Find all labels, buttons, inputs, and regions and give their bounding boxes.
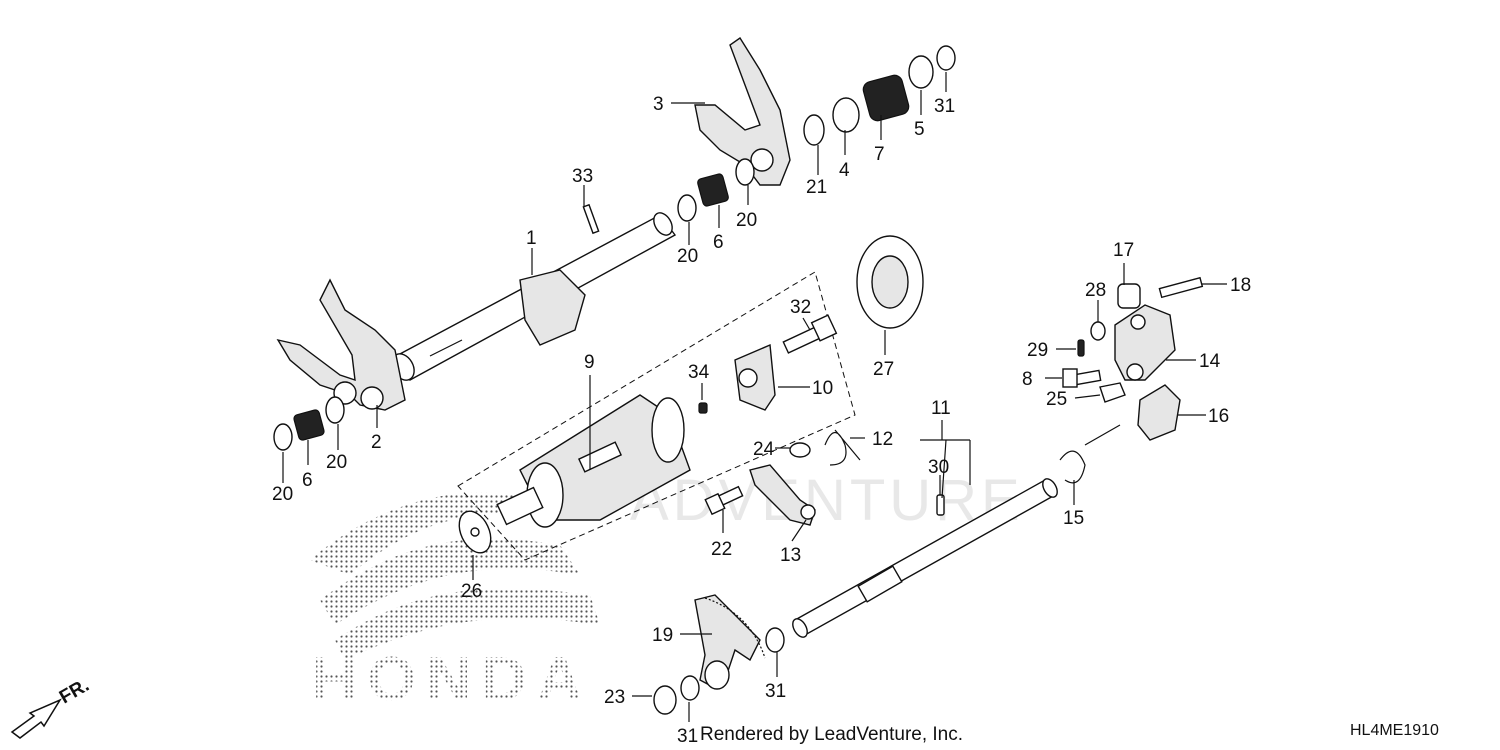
washer-24[interactable] [789,442,811,458]
drum-pin[interactable] [698,402,708,414]
callout-10: 10 [812,378,833,399]
shift-spindle[interactable] [790,476,1060,639]
callout-20b: 20 [326,452,347,473]
callout-1: 1 [526,228,537,249]
washer-28[interactable] [1090,321,1106,341]
watermark: ADVENTURE [630,468,1024,533]
arm-16[interactable] [1137,384,1181,441]
callout-21: 21 [806,177,827,198]
link-arm[interactable] [1114,304,1176,381]
callout-4: 4 [839,160,850,181]
callouts: 1 2 3 4 5 6 6 7 8 9 10 11 12 13 14 15 16… [272,94,1251,747]
callout-27: 27 [873,359,894,380]
spring-12[interactable] [824,429,861,466]
washer-left[interactable] [273,396,345,451]
drum-plate[interactable] [734,343,776,411]
spring-left[interactable] [293,409,325,441]
svg-text:HONDA: HONDA [312,645,582,714]
front-direction-arrow: FR. [10,675,93,739]
bolt-32[interactable] [782,314,838,354]
cotter-29[interactable] [1077,339,1085,357]
spring-15[interactable] [1059,424,1121,484]
callout-2: 2 [371,432,382,453]
callout-5: 5 [914,119,925,140]
spring-top[interactable] [697,173,729,207]
bolt-8[interactable] [1062,368,1102,388]
callout-29: 29 [1027,340,1048,361]
callout-13: 13 [780,545,801,566]
callout-19: 19 [652,625,673,646]
callout-31a: 31 [934,96,955,117]
callout-15: 15 [1063,508,1084,529]
callout-14: 14 [1199,351,1221,372]
callout-20a: 20 [272,484,293,505]
washer-26[interactable] [453,506,497,558]
callout-22: 22 [711,539,732,560]
callout-16: 16 [1208,406,1229,427]
callout-31b: 31 [765,681,786,702]
stopper-arm[interactable] [749,464,816,526]
callout-11: 11 [931,398,951,419]
callout-28: 28 [1085,280,1106,301]
callout-32: 32 [790,297,811,318]
callout-30: 30 [928,457,949,478]
callout-8: 8 [1022,369,1033,390]
callout-6b: 6 [713,232,724,253]
bearing[interactable] [856,235,924,329]
direction-label: FR. [56,675,93,708]
honda-logo-text: HONDA [312,645,582,714]
gear-segment[interactable] [694,594,766,690]
callout-24: 24 [753,439,775,460]
shift-fork-top[interactable] [694,37,791,186]
callout-7: 7 [874,144,885,165]
callout-20c: 20 [677,246,698,267]
callout-26: 26 [461,581,482,602]
callout-18: 18 [1230,275,1251,296]
washers-bottom[interactable] [653,627,785,715]
bolt-22[interactable] [704,485,744,516]
drawing-code: HL4ME1910 [1350,722,1439,739]
credit-text: Rendered by LeadVenture, Inc. [700,724,963,745]
callout-31c: 31 [677,726,698,747]
callout-6a: 6 [302,470,313,491]
shift-fork-left[interactable] [276,278,406,411]
callout-20d: 20 [736,210,757,231]
callout-34: 34 [688,362,710,383]
leader-lines [282,72,1227,722]
collar-17[interactable] [1117,283,1141,309]
plate-25[interactable] [1099,382,1126,403]
callout-17: 17 [1113,240,1134,261]
pin-30[interactable] [936,494,945,516]
bolt-18[interactable] [1158,276,1204,299]
washers-top[interactable] [677,45,956,222]
callout-9: 9 [584,352,595,373]
callout-3: 3 [653,94,664,115]
pin[interactable] [582,203,600,235]
drum-assembly-box [457,271,856,561]
callout-25: 25 [1046,389,1067,410]
shift-fork-shaft[interactable] [387,210,677,385]
callout-12: 12 [872,429,893,450]
callout-23: 23 [604,687,625,708]
callout-33: 33 [572,166,593,187]
honda-wing-logo [310,492,600,660]
